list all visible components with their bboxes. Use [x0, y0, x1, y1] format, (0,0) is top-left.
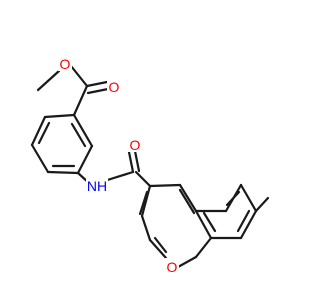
atom-labels: O O NH O O [58, 55, 179, 275]
bond [134, 170, 152, 188]
bond [239, 183, 258, 213]
bond [69, 64, 89, 88]
bond [30, 115, 47, 147]
bond [76, 144, 94, 175]
bond [178, 183, 198, 213]
bond [194, 209, 213, 240]
bond [72, 113, 94, 148]
bond [133, 149, 141, 173]
bond [70, 122, 87, 148]
atom-label: NH [87, 178, 107, 194]
bond [85, 80, 109, 88]
bond [225, 190, 241, 207]
bond [178, 188, 196, 215]
bond [236, 209, 251, 233]
bond [153, 236, 168, 254]
bond [86, 87, 110, 95]
molecule-structure: O O NH O O [30, 55, 270, 275]
bond [140, 214, 152, 242]
bond [30, 143, 50, 174]
bond [254, 196, 270, 213]
bond [43, 113, 76, 119]
atom-ester-carbonyl-oxygen: O [107, 78, 121, 95]
bond [36, 69, 61, 92]
bond [127, 150, 135, 174]
bond [140, 184, 152, 218]
atom-amide-carbonyl-oxygen: O [128, 136, 142, 153]
bond [148, 238, 168, 260]
atom-label: O [109, 79, 120, 95]
atom-label: O [60, 56, 71, 72]
atom-amide-nitrogen: NH [86, 177, 108, 194]
bond [138, 190, 149, 216]
bond [176, 255, 198, 269]
bond [37, 121, 51, 145]
atom-label: O [130, 137, 141, 153]
atom-label: O [167, 259, 178, 275]
atom-ring-oxygen: O [165, 258, 179, 275]
bond [46, 170, 80, 175]
bond [202, 211, 217, 233]
bond [72, 84, 89, 117]
atom-ester-oxygen: O [58, 55, 72, 72]
bond [148, 183, 182, 188]
bond [194, 236, 213, 259]
bond [239, 209, 258, 240]
bond-group [30, 64, 270, 269]
